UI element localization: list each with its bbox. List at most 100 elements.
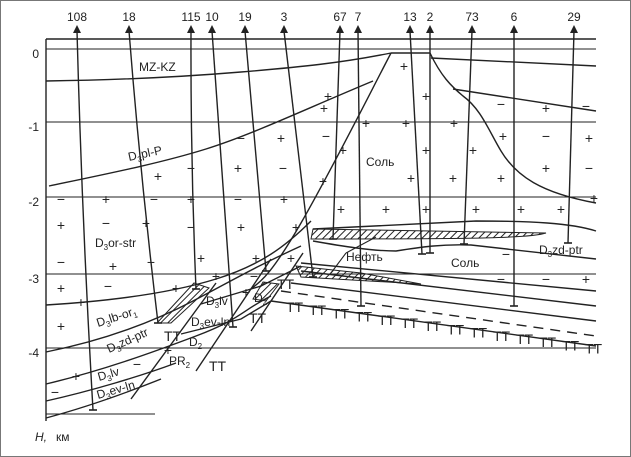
plus-symbol: + — [339, 142, 347, 158]
well-label: 10 — [205, 10, 219, 24]
well-trajectory — [357, 30, 362, 307]
oil-leader-2 — [330, 252, 347, 274]
salt-dome-right-flank — [429, 52, 597, 204]
well-trajectory — [244, 30, 267, 272]
label-d3lv-left: D3lv — [96, 364, 121, 385]
well-73: 73 — [460, 10, 479, 245]
minus-symbol: − — [279, 160, 287, 176]
fault-2 — [195, 258, 272, 372]
minus-symbol: − — [102, 215, 110, 231]
well-arrow-icon — [187, 25, 195, 33]
plus-symbol: + — [57, 318, 65, 334]
plus-symbol: + — [234, 160, 242, 176]
label-d2-right: D2 — [254, 291, 268, 307]
well-arrow-icon — [208, 25, 216, 33]
plus-symbol: + — [590, 190, 598, 206]
basement-symbol: ТТ — [470, 325, 488, 341]
plus-symbol: + — [57, 217, 65, 233]
well-arrow-icon — [73, 25, 81, 33]
oil-lens-lower — [295, 265, 422, 285]
plus-symbol: + — [324, 88, 332, 104]
layer-boundaries — [45, 52, 597, 419]
plus-symbol: + — [57, 280, 65, 296]
plus-symbol: + — [585, 130, 593, 146]
minus-symbol: − — [322, 128, 330, 144]
well-label: 18 — [122, 10, 136, 24]
well-trajectory — [567, 30, 575, 244]
plus-symbol: + — [449, 170, 457, 186]
basement-symbol: ТТ — [378, 312, 396, 328]
minus-symbol: − — [502, 246, 510, 262]
depth-label-2: -2 — [28, 195, 39, 209]
lower-boundary-1 — [300, 262, 597, 292]
minus-symbol: − — [57, 254, 65, 270]
well-19: 19 — [238, 10, 270, 272]
depth-label-4: -4 — [28, 346, 39, 360]
label-d3ev-ln-mid: D3ev-ln — [191, 315, 230, 331]
d3or-str-base — [45, 220, 312, 306]
depth-tick-labels: 0 -1 -2 -3 -4 H, км — [28, 47, 69, 444]
label-pr2: PR2 — [169, 354, 191, 370]
plus-symbol: + — [400, 58, 408, 74]
plus-symbol: + — [422, 201, 430, 217]
basement-symbol: ТТ — [516, 331, 534, 347]
d3zd-ptr-base — [45, 295, 272, 385]
plus-symbol: + — [77, 294, 85, 310]
plus-symbol: + — [402, 115, 410, 131]
plus-symbol: + — [252, 250, 260, 266]
fault-1 — [130, 282, 217, 400]
fault-3 — [250, 252, 304, 332]
label-mz-kz: MZ-KZ — [139, 60, 176, 74]
well-label: 2 — [427, 10, 434, 24]
well-arrow-icon — [426, 25, 434, 33]
well-115: 115 — [181, 10, 201, 290]
plus-symbol: + — [472, 201, 480, 217]
well-trajectory — [128, 30, 159, 324]
minus-symbol: − — [582, 98, 590, 114]
plus-symbol: + — [497, 170, 505, 186]
minus-symbol: − — [51, 384, 59, 400]
oil-top-boundary — [312, 220, 597, 232]
plus-symbol: + — [499, 128, 507, 144]
minus-symbol: − — [147, 254, 155, 270]
basement-symbol: ТТ — [585, 341, 603, 357]
well-2: 2 — [426, 10, 434, 254]
basement-symbol: ТТ — [277, 276, 295, 292]
label-d3pl-p: D3pl-P — [127, 143, 164, 166]
plus-symbol: + — [337, 201, 345, 217]
basement-symbol: ТТ — [286, 299, 304, 315]
well-108: 108 — [67, 10, 97, 411]
well-trajectory — [76, 30, 94, 411]
well-trajectory — [409, 30, 423, 255]
label-d2-mid: D2 — [189, 335, 203, 351]
well-label: 6 — [511, 10, 518, 24]
plus-symbol: + — [422, 88, 430, 104]
well-trajectory — [332, 30, 341, 240]
minus-symbol: − — [187, 160, 195, 176]
basement-symbol: ТТ — [493, 328, 511, 344]
plus-symbol: + — [212, 268, 220, 284]
well-arrow-icon — [241, 25, 249, 33]
plus-symbol: + — [319, 173, 327, 189]
plus-symbol: + — [450, 115, 458, 131]
layer-labels: MZ-KZ D3pl-P Соль D3or-str D3lb-or1 D3zd… — [95, 60, 583, 402]
depth-label-3: -3 — [28, 272, 39, 286]
minus-symbol: − — [234, 191, 242, 207]
label-oil: Нефть — [346, 250, 383, 264]
mid-boundary-2 — [180, 300, 272, 335]
well-label: 13 — [403, 10, 417, 24]
minus-symbol: − — [133, 356, 141, 372]
plus-symbol: + — [72, 368, 80, 384]
basement-symbol: ТТ — [164, 328, 182, 344]
plus-symbol: + — [242, 284, 250, 300]
well-arrow-icon — [510, 25, 518, 33]
plus-symbol: + — [382, 201, 390, 217]
plus-symbol: + — [422, 142, 430, 158]
well-arrow-icon — [280, 25, 288, 33]
well-label: 3 — [281, 10, 288, 24]
well-label: 73 — [465, 10, 479, 24]
plus-symbol: + — [277, 130, 285, 146]
basement-symbol: ТТ — [249, 310, 267, 326]
